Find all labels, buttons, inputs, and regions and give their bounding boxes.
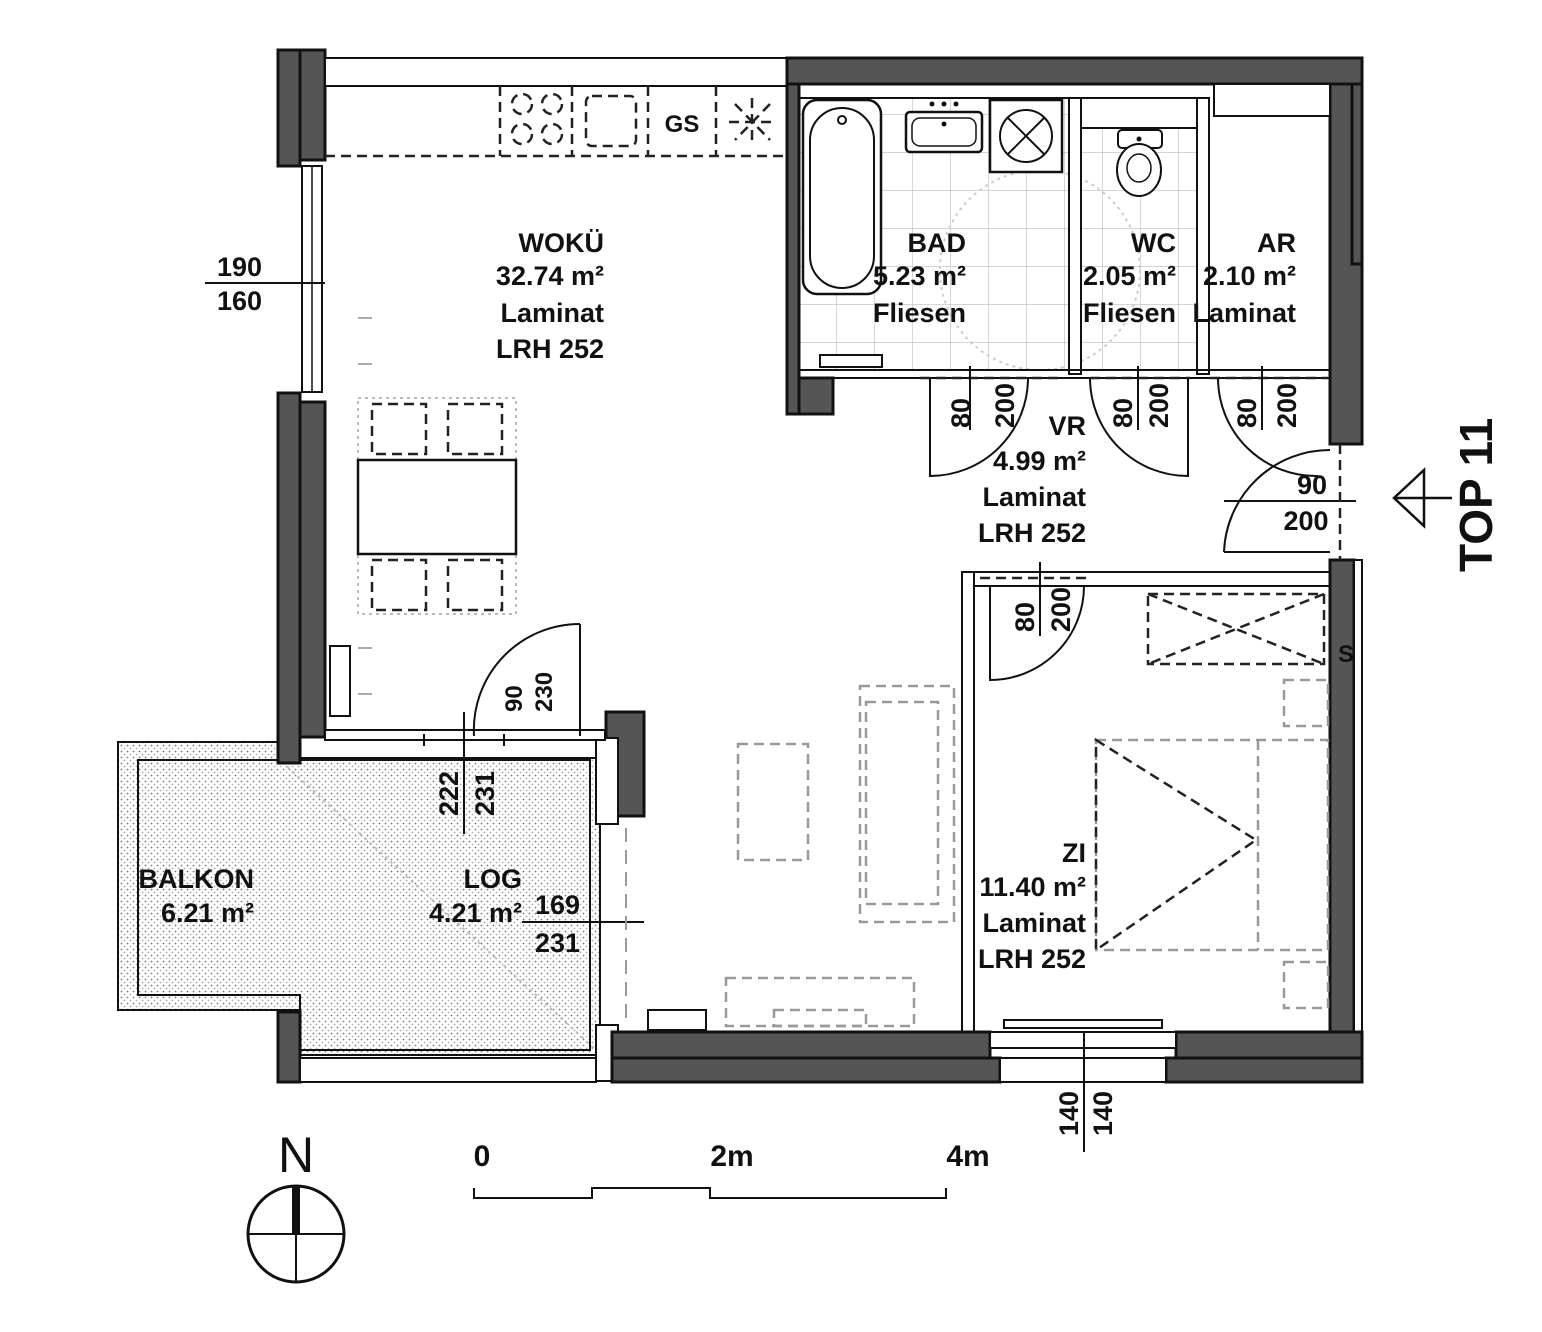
ar-door-width: 80 <box>1232 398 1262 428</box>
bad-floor: Fliesen <box>873 298 966 328</box>
bathtub-icon <box>801 98 883 368</box>
scale-mid: 2m <box>710 1140 753 1173</box>
toilet-icon <box>1116 129 1163 197</box>
door-zi <box>980 562 1090 682</box>
bad-door-height: 200 <box>990 383 1020 428</box>
zi-area: 11.40 m² <box>979 872 1086 902</box>
walls <box>276 48 1364 1084</box>
zi-height: LRH 252 <box>978 944 1086 974</box>
scale-end: 4m <box>946 1140 989 1173</box>
wardrobe-icon <box>1146 592 1326 666</box>
door-entry <box>1223 444 1356 560</box>
ar-name: AR <box>1257 228 1296 258</box>
log-window-top: 169 <box>535 890 580 920</box>
kitchen-counter <box>325 85 787 158</box>
entry-marker <box>1392 467 1452 529</box>
washer-icon <box>988 98 1064 174</box>
zi-window-b: 140 <box>1088 1091 1118 1136</box>
balcony-door-height: 230 <box>531 672 558 712</box>
unit-label: TOP 11 <box>1450 418 1502 572</box>
vr-height: LRH 252 <box>978 518 1086 548</box>
window-woku <box>205 165 325 393</box>
balkon-name: BALKON <box>139 864 255 894</box>
door-wc <box>1089 366 1190 478</box>
scale-bar: 0 2m 4m <box>473 1140 990 1199</box>
wc-name: WC <box>1131 228 1176 258</box>
bad-door-width: 80 <box>946 398 976 428</box>
log-window-bottom: 231 <box>535 928 580 958</box>
balkon-area: 6.21 m² <box>161 898 254 928</box>
north-label: N <box>278 1127 314 1183</box>
zi-name: ZI <box>1062 838 1086 868</box>
bad-name: BAD <box>908 228 967 258</box>
radiator-woku <box>329 317 372 717</box>
woku-height: LRH 252 <box>496 334 604 364</box>
bed-icon <box>1094 678 1330 1010</box>
sink-icon <box>584 94 638 148</box>
log-area: 4.21 m² <box>429 898 522 928</box>
log-name: LOG <box>464 864 523 894</box>
log-opening-a: 222 <box>434 771 464 816</box>
door-ar <box>1210 366 1328 478</box>
door-bad <box>920 366 1060 478</box>
room-labels: WOKÜ 32.74 m² Laminat LRH 252 BAD 5.23 m… <box>139 111 1355 974</box>
ar-floor: Laminat <box>1192 298 1296 328</box>
dimension-labels: 190 160 169 231 90 200 80 200 80 200 80 … <box>217 252 1502 1136</box>
ar-door-height: 200 <box>1272 383 1302 428</box>
zi-door-width: 80 <box>1010 602 1040 632</box>
wc-door-width: 80 <box>1108 398 1138 428</box>
window-zi <box>989 1019 1177 1152</box>
gs-label: GS <box>665 111 700 138</box>
door-balcony <box>423 622 581 834</box>
entry-door-width: 90 <box>1297 470 1327 500</box>
woku-floor: Laminat <box>500 298 604 328</box>
vr-area: 4.99 m² <box>993 446 1086 476</box>
woku-window-bottom: 160 <box>217 286 262 316</box>
living-furniture <box>647 684 956 1031</box>
wc-area: 2.05 m² <box>1083 261 1176 291</box>
washbasin-icon <box>904 101 984 154</box>
woku-name: WOKÜ <box>519 228 604 258</box>
woku-window-top: 190 <box>217 252 262 282</box>
zi-window-a: 140 <box>1054 1091 1084 1136</box>
log-opening-b: 231 <box>470 771 500 816</box>
ar-area: 2.10 m² <box>1203 261 1296 291</box>
scale-zero: 0 <box>474 1140 491 1173</box>
vr-floor: Laminat <box>982 482 1086 512</box>
wc-door-height: 200 <box>1144 383 1174 428</box>
bad-area: 5.23 m² <box>873 261 966 291</box>
zi-door-height: 200 <box>1046 587 1076 632</box>
entry-door-height: 200 <box>1283 506 1328 536</box>
zi-floor: Laminat <box>982 908 1086 938</box>
dining-table <box>356 397 518 615</box>
vr-name: VR <box>1048 411 1086 441</box>
balcony-door-width: 90 <box>501 685 528 712</box>
fan-icon <box>729 98 776 146</box>
north-arrow: N <box>246 1127 346 1284</box>
wc-floor: Fliesen <box>1083 298 1176 328</box>
woku-area: 32.74 m² <box>496 261 604 291</box>
shaft-label: S <box>1338 641 1354 668</box>
stove-icon <box>510 92 564 146</box>
